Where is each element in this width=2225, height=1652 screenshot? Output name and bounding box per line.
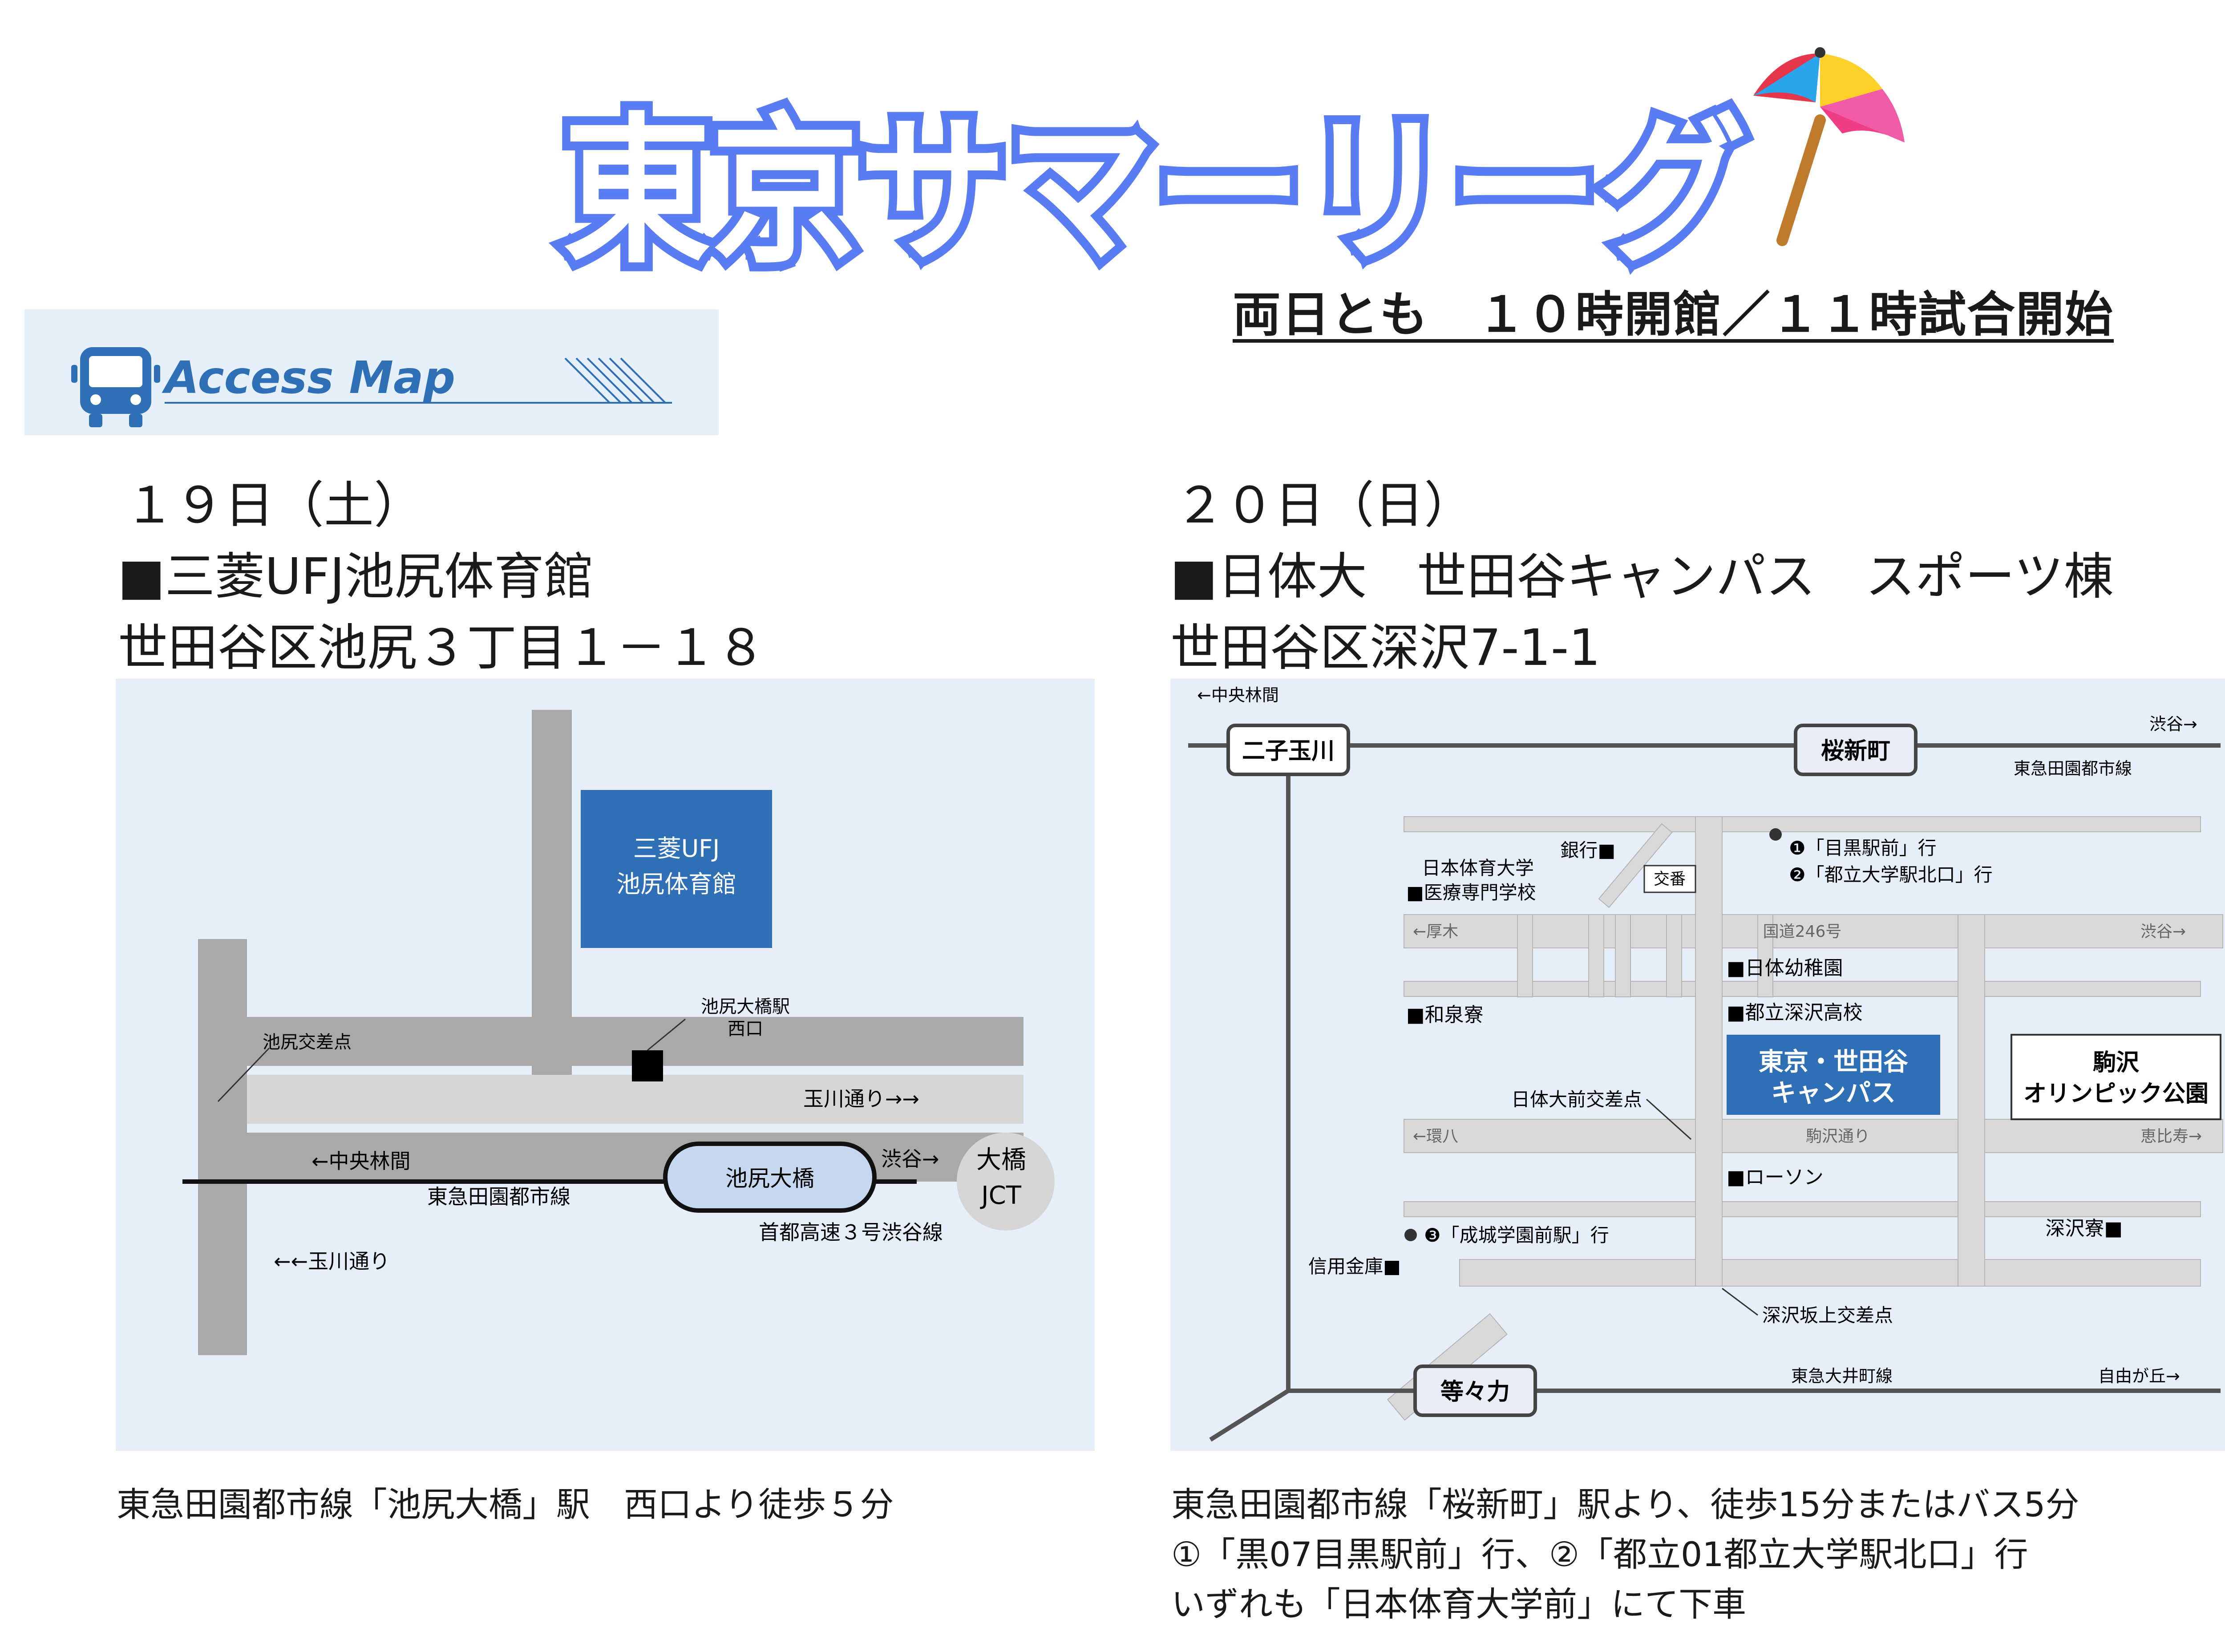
road-north (1404, 816, 2201, 832)
gym-label-2: 池尻体育館 (616, 870, 736, 898)
lawson-label: ■ローソン (1727, 1166, 1824, 1189)
sakura-shinmachi-label: 桜新町 (1821, 738, 1890, 765)
road-vertical-b (1588, 914, 1604, 997)
campus-label-1: 東京・世田谷 (1759, 1048, 1908, 1077)
school-label-2: ■医療専門学校 (1406, 882, 1536, 903)
intersection-label: 池尻交差点 (263, 1032, 352, 1053)
to-shibuya-label: 渋谷→ (881, 1147, 939, 1171)
road-vertical-center (1695, 816, 1723, 1287)
day1-note: 東急田園都市線「池尻大橋」駅 西口より徒歩５分 (117, 1485, 894, 1524)
road-vertical-d (1666, 914, 1682, 997)
station-label: 池尻大橋 (725, 1166, 814, 1191)
gym-building (581, 790, 772, 948)
bus3-label: ❸「成城学園前駅」行 (1424, 1224, 1609, 1246)
park-label-1: 駒沢 (2093, 1049, 2140, 1076)
road-label-tamagawa-west: ←←玉川通り (274, 1249, 390, 1273)
to-shibuya-label: 渋谷→ (2149, 714, 2197, 734)
komazawa-dori (1404, 1119, 2223, 1153)
bus-stop-3-icon (1404, 1229, 1417, 1241)
gym-label-1: 三菱UFJ (633, 834, 720, 862)
koban-box (1643, 865, 1696, 893)
to-chuo-rinkan-label: ←中央林間 (1197, 685, 1279, 705)
to-jiyugaoka-label: 自由が丘→ (2098, 1366, 2180, 1386)
road-vertical-c (1615, 914, 1631, 997)
road-vertical-west (198, 939, 247, 1355)
fukasawa-dorm-label: 深沢寮■ (2045, 1217, 2123, 1240)
campus-label-2: キャンパス (1771, 1079, 1896, 1108)
day1-map: 三菱UFJ 池尻体育館 池尻大橋駅 西口 池尻交差点 玉川通り→→ 池尻大橋 ←… (116, 679, 1095, 1451)
road-tamagawa-lower (198, 1133, 1024, 1182)
ohashi-jct (957, 1133, 1055, 1231)
futako-tamagawa-label: 二子玉川 (1242, 738, 1335, 765)
fukasawa-intersection-label: 深沢坂上交差点 (1762, 1304, 1893, 1326)
kindergarten-label: ■日体幼稚園 (1727, 957, 1843, 980)
denentoshi-line-label: 東急田園都市線 (2014, 759, 2132, 778)
shibuya2-label: 渋谷→ (2140, 923, 2186, 941)
day2-note-1: 東急田園都市線「桜新町」駅より、徒歩15分またはバス5分 (1171, 1485, 2079, 1524)
day2-date: ２０日（日） (1175, 477, 1474, 534)
access-underline (165, 357, 672, 404)
station-west-exit-marker (632, 1050, 663, 1081)
subtitle-schedule: 両日とも １０時開館／１１時試合開始 (1233, 287, 2114, 343)
route246-label: 国道246号 (1763, 923, 1842, 941)
nittaidai-intersection-label: 日体大前交差点 (1511, 1089, 1642, 1110)
jct-label-1: 大橋 (976, 1146, 1026, 1174)
school-label-1: 日本体育大学 (1422, 857, 1534, 879)
day1-address: 世田谷区池尻３丁目１－１８ (118, 619, 766, 677)
expressway-label: 首都高速３号渋谷線 (759, 1220, 943, 1244)
kanpachi-label: ←環八 (1413, 1127, 1458, 1146)
road-vertical-east (1958, 914, 1985, 1287)
bus2-label: ❷「都立大学駅北口」行 (1789, 864, 1993, 886)
day1-date: １９日（土） (125, 477, 424, 534)
road-label-tamagawa-east: 玉川通り→→ (803, 1087, 919, 1111)
road-fukasawa (1459, 1259, 2201, 1287)
todoroki-station (1413, 1365, 1537, 1417)
komazawa-park (2011, 1034, 2221, 1120)
ikejiri-ohashi-station (663, 1142, 877, 1213)
wakaizumi-label: ■和泉寮 (1406, 1004, 1484, 1026)
shinkin-label: 信用金庫■ (1308, 1255, 1401, 1277)
fukasawa-hs-label: ■都立深沢高校 (1727, 1001, 1863, 1024)
to-chuo-rinkan-label: ←中央林間 (312, 1149, 411, 1173)
atsugi-label: ←厚木 (1413, 923, 1458, 941)
access-map-label: Access Map (165, 352, 456, 404)
day2-venue: ■日体大 世田谷キャンパス スポーツ棟 (1170, 548, 2114, 606)
day2-map: 二子玉川 桜新町 等々力 ←中央林間 渋谷→ 東急田園都市線 東急大井町線 自由… (1170, 679, 2225, 1451)
nittaidai-campus (1727, 1035, 1940, 1115)
page-title: 東京サマーリーグ (563, 98, 1747, 285)
line-name-label: 東急田園都市線 (427, 1185, 570, 1209)
title-banner: 東京サマーリーグ (554, 47, 1905, 294)
bus1-label: ❶「目黒駅前」行 (1789, 837, 1937, 859)
day2-note-2: ①「黒07目黒駅前」行、②「都立01都立大学駅北口」行 (1171, 1535, 2028, 1574)
road-diagonal (1598, 823, 1673, 908)
road-minor-1 (1404, 981, 2201, 997)
sakura-shinmachi-station (1794, 724, 1918, 776)
day2-note-3: いずれも「日本体育大学前」にて下車 (1171, 1584, 1746, 1624)
ebisu-label: 恵比寿→ (2140, 1127, 2202, 1146)
bus-stop-1-icon (1769, 828, 1782, 841)
road-tamagawa-upper (198, 1017, 1024, 1066)
station-exit-label-2: 西口 (728, 1019, 763, 1039)
todoroki-label: 等々力 (1440, 1379, 1510, 1405)
futako-tamagawa-station (1226, 724, 1350, 776)
park-label-2: オリンピック公園 (2023, 1081, 2209, 1107)
route-246 (1404, 914, 2223, 948)
road-vertical-e (1757, 914, 1773, 997)
expressway-band (198, 1075, 1024, 1124)
umbrella-icon (1753, 47, 1905, 246)
oimachi-line-label: 東急大井町線 (1791, 1366, 1893, 1386)
station-exit-label-1: 池尻大橋駅 (701, 996, 790, 1017)
bus-icon (71, 347, 160, 427)
koban-label: 交番 (1654, 870, 1686, 888)
day1-venue: ■三菱UFJ池尻体育館 (118, 548, 594, 606)
bank-label: 銀行■ (1560, 839, 1615, 861)
road-vertical-a (1517, 914, 1533, 997)
komazawa-dori-label: 駒沢通り (1806, 1127, 1870, 1146)
road-minor-2 (1404, 1201, 2201, 1217)
jct-label-2: JCT (980, 1181, 1022, 1210)
day2-address: 世田谷区深沢7-1-1 (1170, 619, 1601, 677)
